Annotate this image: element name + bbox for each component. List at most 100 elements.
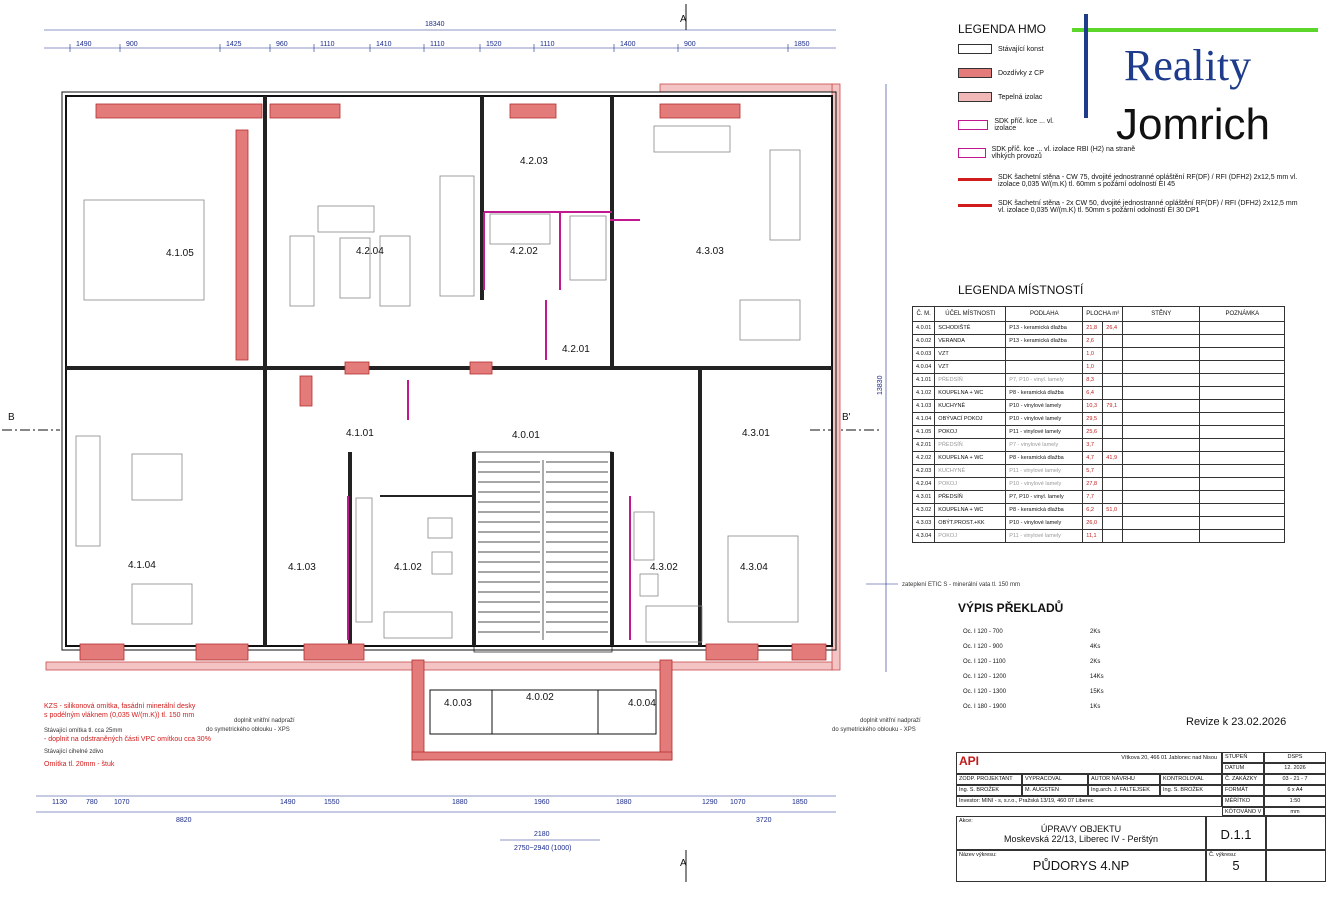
room-no: 4.3.04: [911, 529, 936, 543]
logo-text-reality: Reality: [1124, 41, 1252, 90]
room-note: [1199, 347, 1286, 361]
room-walls: [1122, 490, 1201, 504]
room-floor: P10 - vinylové lamely: [1005, 477, 1084, 491]
room-name: POKOJ: [934, 425, 1007, 439]
top-dim-value: 900: [126, 41, 138, 48]
room-area: 26,0: [1082, 516, 1104, 530]
room-no: 4.0.03: [911, 347, 936, 361]
top-dim-value: 960: [276, 41, 288, 48]
slab-item-count: 1Ks: [1090, 704, 1101, 710]
top-dimensions: [44, 29, 836, 49]
room-name: VZT: [934, 360, 1007, 374]
col-walls: STĚNY: [1122, 306, 1201, 322]
tb-stupen-label: STUPEŇ: [1222, 752, 1264, 763]
room-walls: [1122, 464, 1201, 478]
room-walls: [1122, 503, 1201, 517]
room-no: 4.0.04: [911, 360, 936, 374]
room-name: PŘEDSÍŇ: [934, 373, 1007, 387]
tb-format-label: FORMÁT: [1222, 785, 1264, 796]
tb-role: VYPRACOVAL: [1022, 774, 1088, 785]
room-name: KUCHYNĚ: [934, 399, 1007, 413]
slab-item-count: 2Ks: [1090, 629, 1101, 635]
legend-row: Stávající konst: [958, 44, 1044, 54]
room-total: [1102, 347, 1124, 361]
room-walls: [1122, 321, 1201, 335]
room-label: 4.2.02: [510, 246, 538, 257]
legend-label: Tepelná izolac: [998, 93, 1043, 101]
top-dim-value: 1400: [620, 41, 636, 48]
tb-vykres-label: Název výkresu:: [959, 852, 997, 858]
room-no: 4.0.02: [911, 334, 936, 348]
bottom-dim-value: 1070: [730, 799, 746, 806]
room-area: 21,8: [1082, 321, 1104, 335]
room-total: [1102, 334, 1124, 348]
room-label: 4.0.01: [512, 430, 540, 441]
room-walls: [1122, 477, 1201, 491]
room-note: [1199, 412, 1286, 426]
room-total: [1102, 477, 1124, 491]
room-no: 4.1.02: [911, 386, 936, 400]
room-note: [1199, 451, 1286, 465]
legend-swatch: [958, 92, 992, 102]
slab-item-count: 2Ks: [1090, 659, 1101, 665]
tb-role: KONTROLOVAL: [1160, 774, 1222, 785]
tb-role: AUTOR NÁVRHU: [1088, 774, 1160, 785]
room-note: [1199, 373, 1286, 387]
top-dim-value: 1110: [540, 41, 555, 48]
top-dim-value: 1520: [486, 41, 502, 48]
room-no: 4.1.05: [911, 425, 936, 439]
room-note: [1199, 529, 1286, 543]
room-total: [1102, 438, 1124, 452]
legend-swatch: [958, 204, 992, 214]
tb-kotovano-label: KÓTOVÁNO V: [1222, 807, 1264, 816]
room-floor: P13 - keramická dlažba: [1005, 321, 1084, 335]
note-lintel-1b: do symetrického oblouku - XPS: [206, 727, 290, 733]
room-walls: [1122, 373, 1201, 387]
bottom-subtotal-left: 8820: [176, 817, 192, 824]
col-area: PLOCHA m²: [1082, 306, 1124, 322]
room-note: [1199, 425, 1286, 439]
room-walls: [1122, 360, 1201, 374]
room-label: 4.0.04: [628, 698, 656, 709]
tb-company-logo: API: [959, 754, 980, 768]
room-total: 41,9: [1102, 451, 1124, 465]
room-no: 4.2.01: [911, 438, 936, 452]
bottom-dimensions: [36, 795, 836, 841]
room-label: 4.0.02: [526, 692, 554, 703]
room-label: 4.0.03: [444, 698, 472, 709]
tb-vykres: Název výkresu: PŮDORYS 4.NP: [956, 850, 1206, 882]
top-dim-value: 900: [684, 41, 696, 48]
room-total: [1102, 516, 1124, 530]
room-total: 79,1: [1102, 399, 1124, 413]
room-walls: [1122, 412, 1201, 426]
room-name: OBÝT.PROST.+KK: [934, 516, 1007, 530]
room-note: [1199, 477, 1286, 491]
room-floor: [1005, 347, 1084, 361]
tb-format: 6 x A4: [1264, 785, 1326, 796]
brick-infill: [79, 103, 827, 761]
veranda: [429, 689, 657, 735]
room-label: 4.3.03: [696, 246, 724, 257]
note-kzs-2: s podélným vláknem (0,035 W/(m.K)) tl. 1…: [44, 712, 194, 719]
slab-item-count: 4Ks: [1090, 644, 1101, 650]
room-area: 29,5: [1082, 412, 1104, 426]
tb-meritko: 1:50: [1264, 796, 1326, 807]
bottom-dim-value: 1070: [114, 799, 130, 806]
rooms-legend-title: LEGENDA MÍSTNOSTÍ: [958, 283, 1084, 297]
room-no: 4.3.02: [911, 503, 936, 517]
room-area: 8,3: [1082, 373, 1104, 387]
room-name: KUCHYNĚ: [934, 464, 1007, 478]
